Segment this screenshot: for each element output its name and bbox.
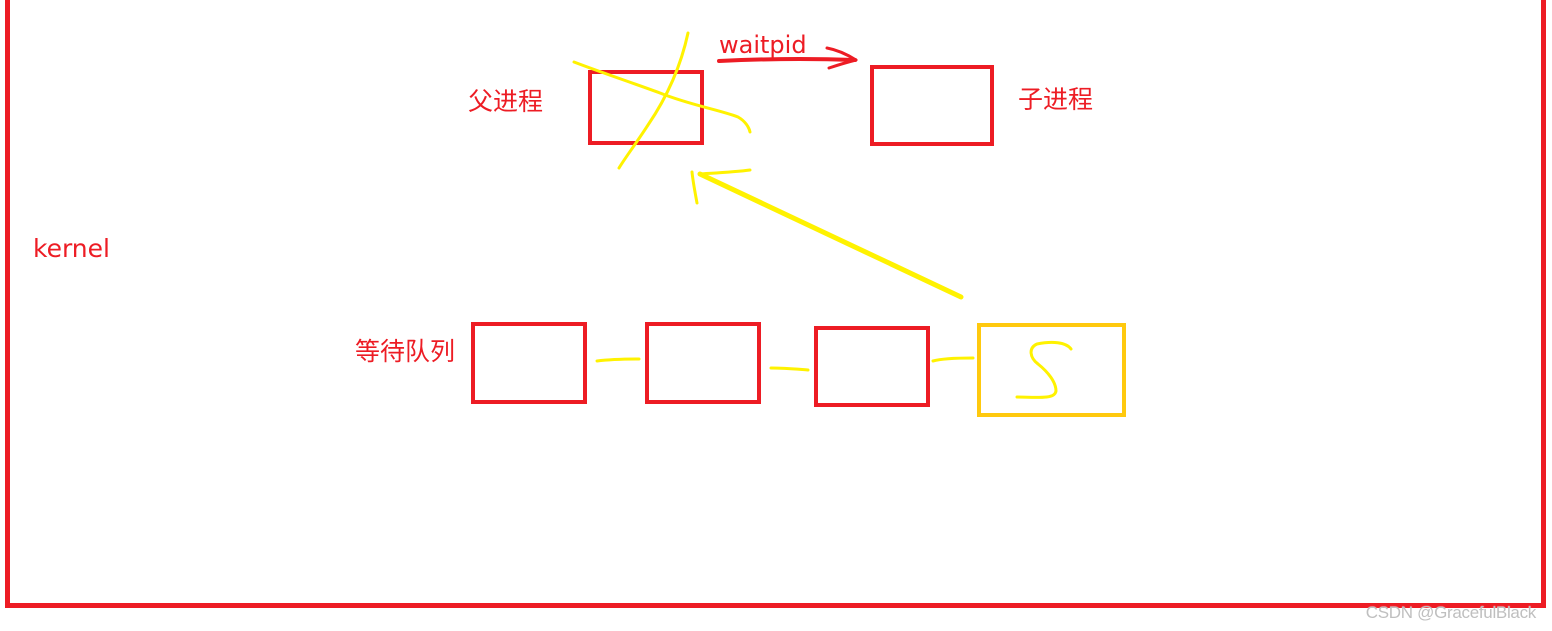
waitpid-label: waitpid bbox=[719, 31, 807, 59]
parent-process-box bbox=[588, 70, 704, 145]
parent-process-label: 父进程 bbox=[468, 87, 544, 116]
child-process-box bbox=[870, 65, 994, 146]
kernel-label: kernel bbox=[33, 234, 110, 263]
wait-queue-node-4-sleeping bbox=[977, 323, 1126, 417]
child-process-label: 子进程 bbox=[1018, 85, 1094, 114]
wait-queue-label: 等待队列 bbox=[355, 337, 456, 366]
wait-queue-node-2 bbox=[645, 322, 761, 404]
kernel-frame bbox=[5, 0, 1546, 608]
wait-queue-node-1 bbox=[471, 322, 587, 404]
watermark: CSDN @GracefulBlack bbox=[1365, 603, 1537, 622]
wait-queue-node-3 bbox=[814, 326, 930, 407]
